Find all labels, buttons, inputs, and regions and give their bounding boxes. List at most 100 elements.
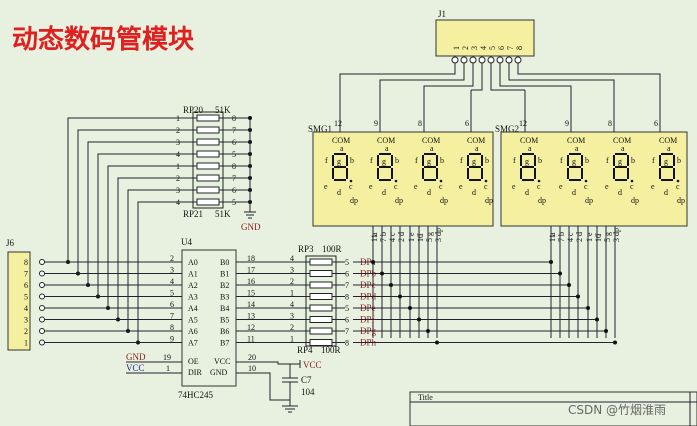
smg-com-pin-number: 6 [465,119,469,128]
digit-seg-c-label: c [484,182,488,191]
smg-seg-pin-number: 10 [416,234,425,242]
wire [87,141,183,285]
segment-g [661,166,673,168]
rp34-right-pin: 8 [345,339,349,348]
digit-seg-d-label: d [472,188,476,197]
digit-com-label: COM [613,136,631,145]
u4-a-pin-name: A6 [188,327,198,336]
j6-pin-circle [39,328,45,334]
j1-pin-number: 1 [452,46,461,50]
segment-dp [630,179,634,183]
segment-e [659,168,661,179]
resistor-array-outline [192,111,224,209]
junction-dot [576,294,580,299]
resistor [196,186,220,194]
u4-gnd-label: GND [210,368,228,377]
segment-g [615,166,627,168]
digit-seg-a-label: a [340,144,344,153]
smg-seg-label: g [603,232,612,236]
wire [77,129,183,274]
digit-seg-f-label: f [560,156,563,165]
segment-f [422,155,424,166]
u4-b-pin-name: B0 [220,258,229,267]
digit-seg-c-label: c [349,182,353,191]
segment-g [424,166,436,168]
u4-b-pin-name: B7 [220,339,229,348]
segment-dp [439,179,443,183]
smg-com-pin-number: 12 [519,119,527,128]
digit-com-label: COM [422,136,440,145]
u4-a-pin-name: A0 [188,258,198,267]
rp34-right-pin: 6 [345,270,349,279]
digit-seg-b-label: b [350,156,354,165]
resistor [196,162,220,170]
module-title: 动态数码管模块 [12,24,194,55]
j6-pin-number: 4 [24,304,28,313]
junction-dot [371,260,375,264]
smg-seg-pin-number: 10 [594,234,603,242]
j1-pin-number: 7 [506,46,515,50]
segment-a [522,153,534,155]
u4-vcc-label: VCC [214,357,230,366]
j6-pin-number: 1 [24,339,28,348]
u4-a-pin-name: A3 [188,293,198,302]
resistor [309,316,333,323]
rp34-left-pin: 3 [290,312,294,321]
wire [127,189,183,331]
smg-seg-pin-number: 1 [407,238,416,242]
j1-pin-number: 4 [479,46,488,50]
j1-pin-circle [505,56,513,64]
resistor [196,138,220,146]
junction-dot [595,317,599,322]
junction-dot [408,306,412,310]
segment-dp [394,179,398,183]
digit-com-label: COM [659,136,677,145]
junction-dot [389,283,393,287]
j1-pin-circle [514,56,522,64]
rp34-left-pin: 2 [290,277,294,286]
digit-seg-b-label: b [440,156,444,165]
j6-pin-number: 6 [24,281,28,290]
segment-c [436,168,438,179]
j1-pin-circle [496,56,504,64]
c7-value: 104 [301,387,315,397]
smg-seg-label: g [425,232,434,236]
j6-pin-number: 7 [24,270,28,279]
wire [236,361,290,365]
rp34-left-pin: 1 [290,335,294,344]
wire [508,63,615,90]
smg2-display-body [500,131,688,227]
smg-seg-label: e [407,232,416,236]
rp21-value: 51K [215,209,231,219]
digit-seg-d-label: d [664,188,668,197]
smg1-ref: SMG1 [308,124,332,134]
smg-seg-pin-number: 2 [397,238,406,242]
digit-seg-g-label: g [427,157,431,166]
watermark: CSDN @竹烟淮雨 [568,403,666,417]
segment-d [615,179,627,181]
segment-c [481,168,483,179]
smg-com-pin-number: 12 [334,119,342,128]
smg-seg-label: f [416,233,425,236]
digit-seg-a-label: a [475,144,479,153]
j6-pin-circle [39,259,45,265]
u4-a-pin-number: 5 [170,289,174,298]
j6-pin-number: 5 [24,293,28,302]
u4-a-pin-name: A4 [188,304,198,313]
digit-seg-c-label: c [584,182,588,191]
segment-a [469,153,481,155]
wire [67,117,183,262]
junction-dot [549,260,553,264]
rp34-right-pin: 5 [345,304,349,313]
digit-seg-e-label: e [651,182,655,191]
segment-d [522,179,534,181]
segment-d [569,179,581,181]
segment-dp [349,179,353,183]
wire [517,63,661,90]
digit-seg-g-label: g [525,157,529,166]
segment-b [581,155,583,166]
resistor [196,150,220,158]
